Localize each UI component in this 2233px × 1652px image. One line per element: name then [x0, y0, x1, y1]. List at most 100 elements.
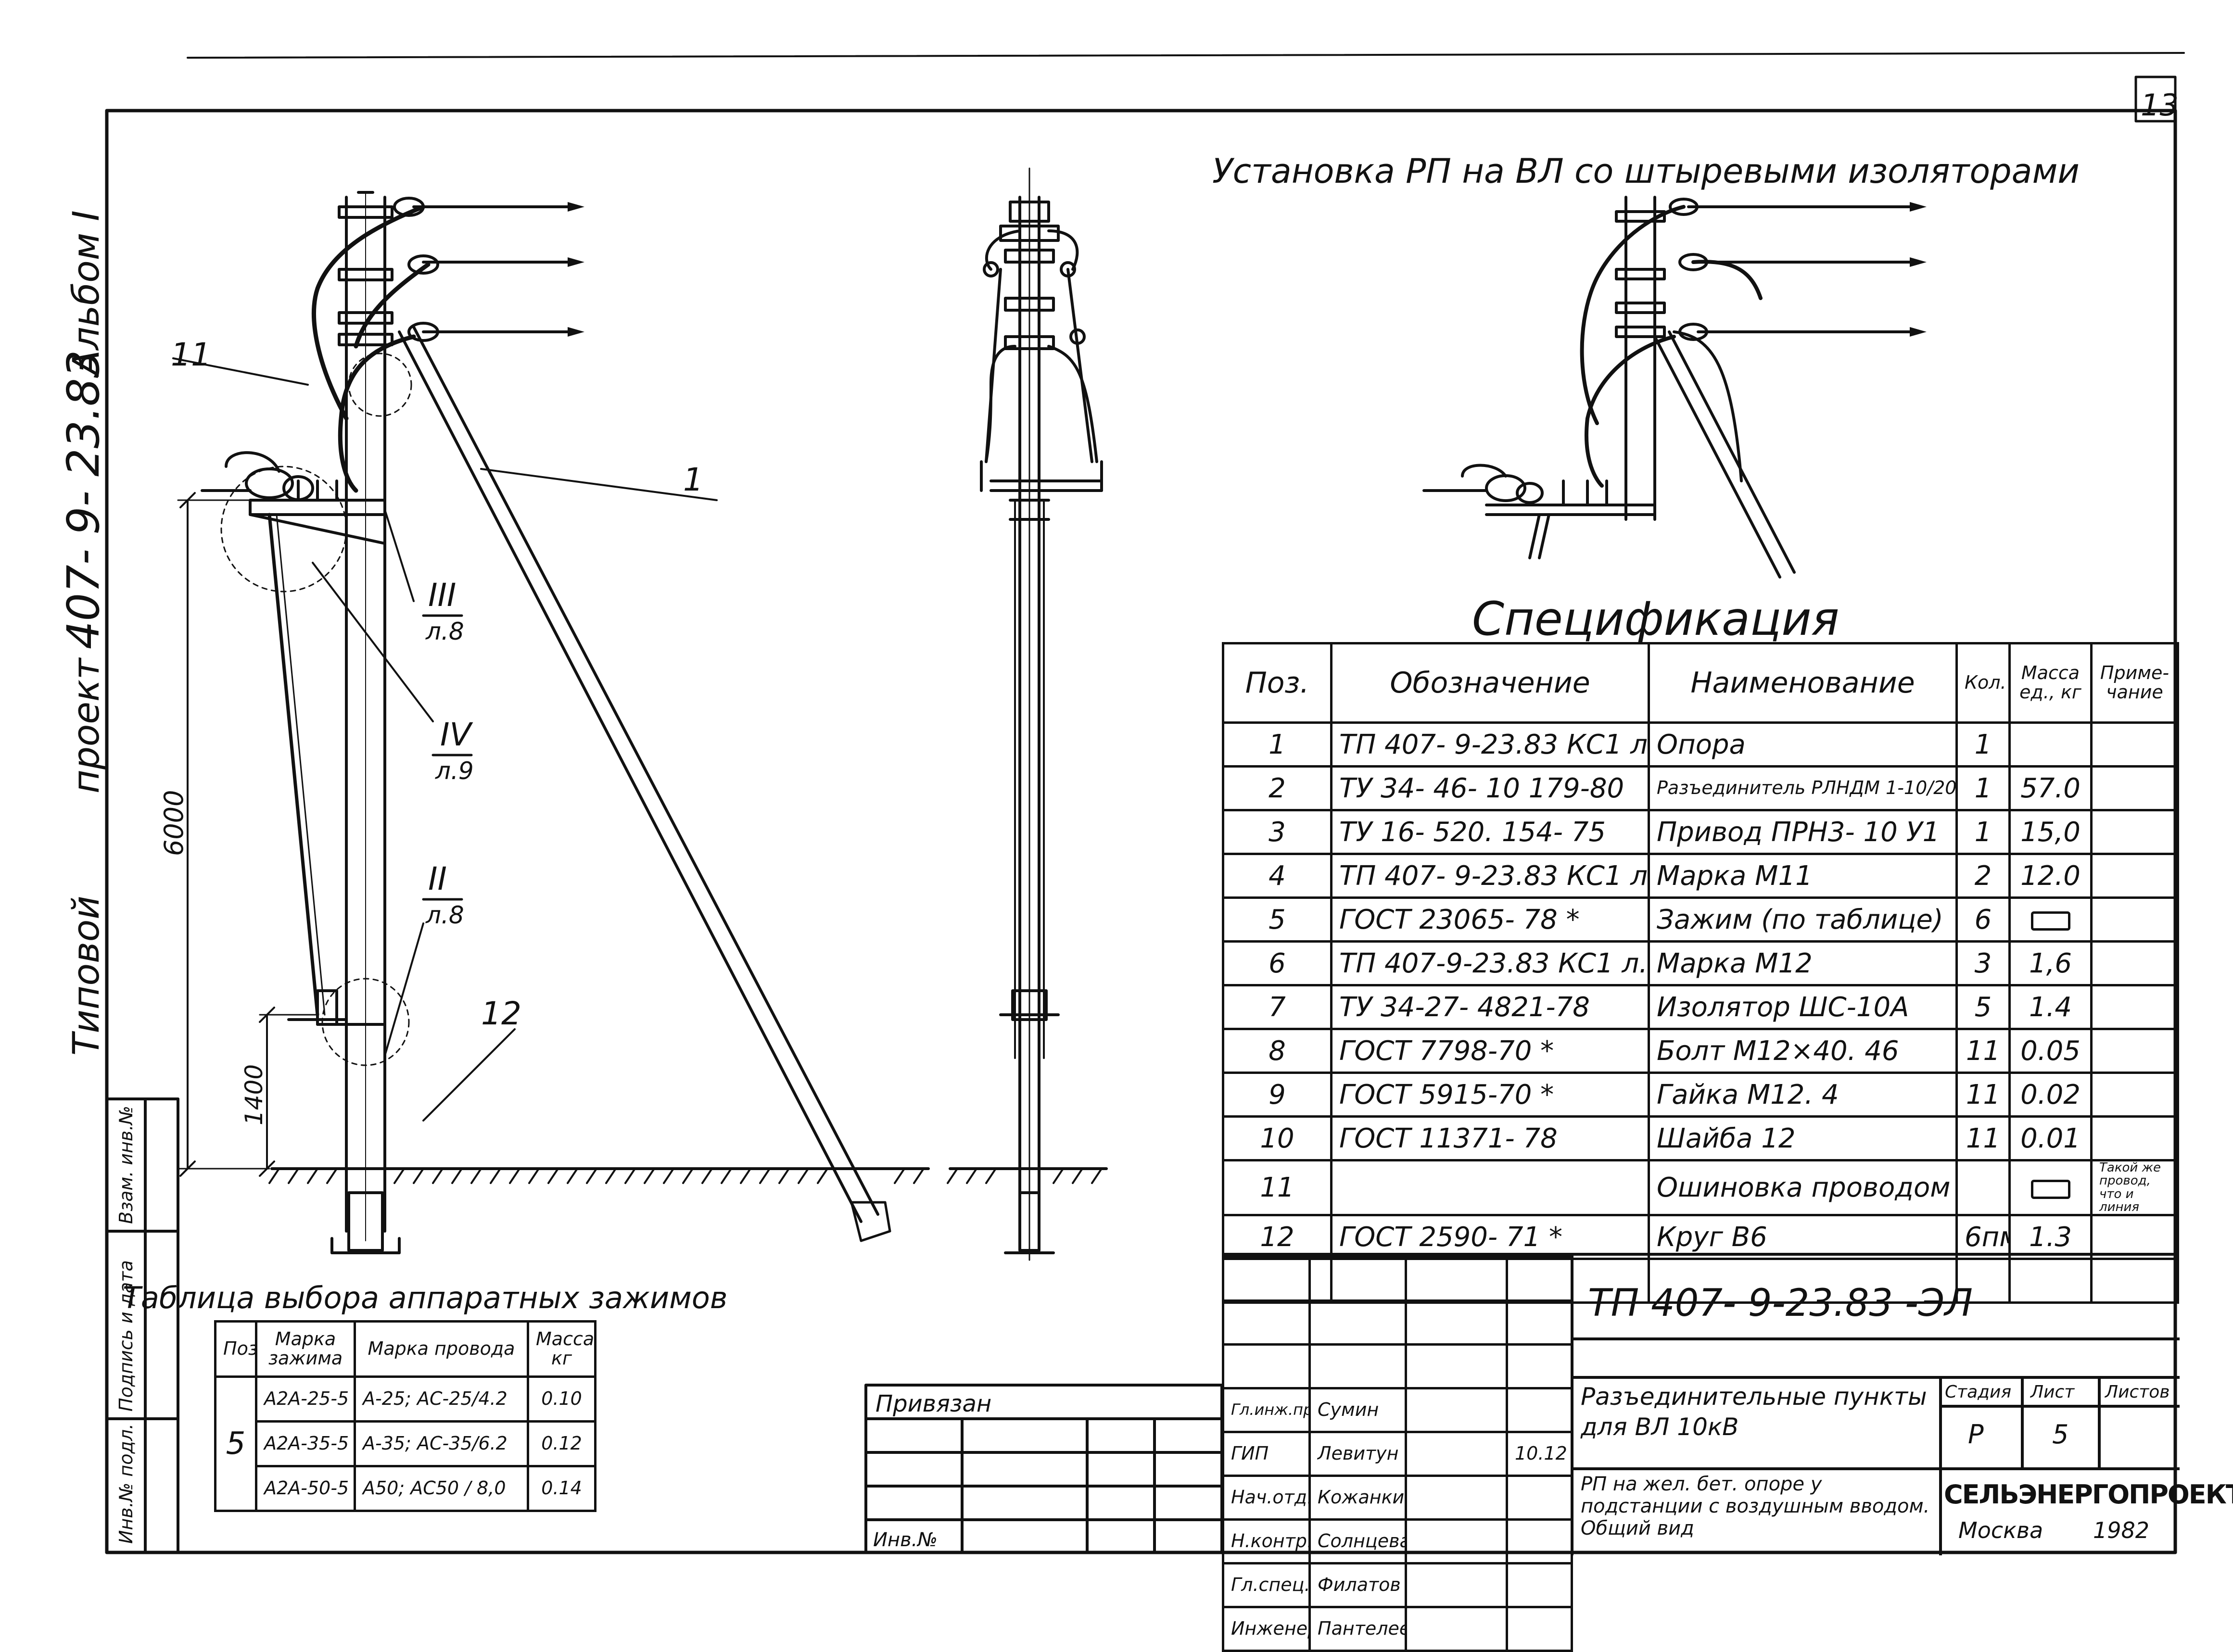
- spec-cell-name: Болт М12×40. 46: [1648, 1028, 1958, 1074]
- spec-empty-cell: [1955, 1258, 2011, 1304]
- view-II: II: [428, 860, 447, 897]
- spec-cell-qty: 6пм: [1955, 1214, 2011, 1261]
- spec-cell-qty: 11: [1955, 1028, 2011, 1074]
- see-table-mark: [2030, 911, 2070, 931]
- table-row: 2 ТУ 34- 46- 10 179-80 Разъединитель РЛН…: [1222, 765, 2179, 811]
- spec-cell-qty: 3: [1955, 940, 2011, 986]
- stamp-role: Инженер: [1222, 1606, 1311, 1652]
- stamp-empty: [1506, 1343, 1573, 1389]
- spec-cell-designation: ТП 407- 9-23.83 КС1 л. 7: [1330, 853, 1650, 899]
- table-row: 5 А2А-25-5 А-25; АС-25/4.2 0.10: [214, 1375, 596, 1512]
- spec-cell-note: [2090, 984, 2179, 1030]
- privyazan-label: Привязан: [875, 1390, 991, 1417]
- table-row: А2А-35-5 А-35; АС-35/6.2 0.12: [216, 1420, 596, 1467]
- callout-1: 1: [683, 461, 703, 498]
- clamp-header-row: Поз. Марка зажима Марка провода Масса, к…: [214, 1320, 596, 1378]
- spec-cell-pos: 12: [1222, 1214, 1332, 1261]
- stamp-org: СЕЛЬЭНЕРГОПРОЕКТ: [1944, 1479, 2233, 1510]
- side-label-album: Альбом I: [64, 210, 107, 378]
- table-row: 3 ТУ 16- 520. 154- 75 Привод ПРН3- 10 У1…: [1222, 809, 2179, 855]
- spec-cell-pos: 5: [1222, 896, 1332, 943]
- stamp-empty: [1222, 1256, 1311, 1302]
- stamp-year: 1982: [2093, 1517, 2150, 1543]
- specification-table: Поз. Обозначение Наименование Кол. Масса…: [1222, 642, 2179, 1304]
- clamp-header-pos: Поз.: [214, 1320, 257, 1378]
- stamp-grid: [105, 1097, 1223, 1554]
- stamp-signature: [1405, 1562, 1508, 1608]
- spec-header-qty: Кол.: [1955, 642, 2011, 724]
- spec-header-designation: Обозначение: [1330, 642, 1650, 724]
- stamp-role-row: Нач.отд. Кожанкин: [1222, 1475, 1573, 1521]
- spec-cell-note: [2090, 853, 2179, 899]
- spec-header-name: Наименование: [1648, 642, 1958, 724]
- spec-cell-mass: 1,6: [2008, 940, 2093, 986]
- stamp-role-row: ГИП Левитун 10.12: [1222, 1431, 1573, 1477]
- side-label-code: 407- 9- 23.83: [58, 350, 109, 649]
- callout-12: 12: [481, 995, 521, 1032]
- spec-cell-qty: 11: [1955, 1072, 2011, 1118]
- spec-cell-note: [2090, 721, 2179, 768]
- spec-cell-note: Такой же провод, что и линия: [2090, 1159, 2179, 1217]
- clamp-cell-mass: 0.14: [527, 1465, 596, 1512]
- side-label-project: проект: [64, 657, 107, 794]
- spec-cell-mass: 0.02: [2008, 1072, 2093, 1118]
- spec-cell-qty: 11: [1955, 1115, 2011, 1161]
- stamp-right: ТП 407- 9-23.83 -ЭЛ Разъединительные пун…: [1571, 1256, 2233, 1555]
- spec-cell-note: [2090, 896, 2179, 943]
- spec-cell-pos: 11: [1222, 1159, 1332, 1217]
- stamp-sheet-label: Лист: [2030, 1382, 2075, 1402]
- stamp-date: [1506, 1518, 1573, 1564]
- spec-cell-qty: 2: [1955, 853, 2011, 899]
- table-row: 5 ГОСТ 23065- 78 * Зажим (по таблице) 6: [1222, 896, 2179, 943]
- spec-cell-note: [2090, 1028, 2179, 1074]
- spec-cell-designation: ТУ 34-27- 4821-78: [1330, 984, 1650, 1030]
- stamp-person: Кожанкин: [1308, 1475, 1407, 1521]
- spec-cell-name: Опора: [1648, 721, 1958, 768]
- stamp-date: [1506, 1606, 1573, 1652]
- spec-title: Спецификация: [1472, 592, 1839, 646]
- see-note-mark: [2030, 1179, 2070, 1199]
- callout-11: 11: [171, 336, 211, 373]
- spec-cell-mass: 15,0: [2008, 809, 2093, 855]
- spec-cell-note: [2090, 765, 2179, 811]
- stamp-role: Гл.инж.пр.: [1222, 1387, 1311, 1433]
- stamp-city: Москва: [1958, 1517, 2043, 1543]
- stamp-person: Левитун: [1308, 1431, 1407, 1477]
- spec-cell-note: [2090, 1072, 2179, 1118]
- stamp-stage: Р: [1968, 1419, 1984, 1450]
- stamp-signatures: Гл.инж.пр. Сумин ГИП Левитун 10.12 Нач.о…: [1222, 1256, 1573, 1652]
- top-edge-line: [187, 52, 2185, 59]
- stamp-empty: [1308, 1256, 1407, 1302]
- spec-header-row: Поз. Обозначение Наименование Кол. Масса…: [1222, 642, 2179, 724]
- spec-cell-note: [2090, 1214, 2179, 1261]
- spec-empty-cell: [2008, 1258, 2093, 1304]
- stamp-signature: [1405, 1387, 1508, 1433]
- stamp-divider: [1573, 1337, 2180, 1340]
- spec-cell-mass: 0.05: [2008, 1028, 2093, 1074]
- stamp-signature: [1405, 1606, 1508, 1652]
- spec-header-mass: Масса ед., кг: [2008, 642, 2093, 724]
- spec-cell-qty: 1: [1955, 765, 2011, 811]
- margin-label-vzam: Взам. инв.№: [115, 1106, 137, 1224]
- stamp-person: Филатов: [1308, 1562, 1407, 1608]
- stamp-empty: [1308, 1299, 1407, 1346]
- title-block: Гл.инж.пр. Сумин ГИП Левитун 10.12 Нач.о…: [1222, 1253, 2233, 1652]
- stamp-divider: [1573, 1376, 2180, 1379]
- spec-cell-pos: 8: [1222, 1028, 1332, 1074]
- stamp-empty: [1222, 1299, 1311, 1346]
- clamp-header-clamp: Марка зажима: [255, 1320, 356, 1378]
- clamp-cell-mass: 0.12: [527, 1420, 596, 1467]
- spec-cell-designation: ГОСТ 7798-70 *: [1330, 1028, 1650, 1074]
- side-label: Типовой проект 407- 9- 23.83 Альбом I: [58, 210, 109, 1056]
- dimension-1400: 1400: [240, 1064, 268, 1125]
- stamp-empty: [1222, 1343, 1311, 1389]
- clamp-cell-clamp: А2А-25-5: [255, 1375, 356, 1423]
- stamp-role: Нач.отд.: [1222, 1475, 1311, 1521]
- pole-iso-view: [1422, 196, 1911, 579]
- stamp-empty: [1405, 1343, 1508, 1389]
- view-IV-sheet: л.9: [435, 757, 474, 785]
- stamp-title-1: Разъединительные пункты для ВЛ 10кВ: [1581, 1383, 1927, 1441]
- stamp-role-row: Инженер Пантелеев: [1222, 1606, 1573, 1652]
- clamp-table-title: Таблица выбора аппаратных зажимов: [123, 1280, 727, 1315]
- drawing-canvas: 1 3 Типовой проект 407- 9- 23.83 Альбом I…: [58, 52, 2185, 1554]
